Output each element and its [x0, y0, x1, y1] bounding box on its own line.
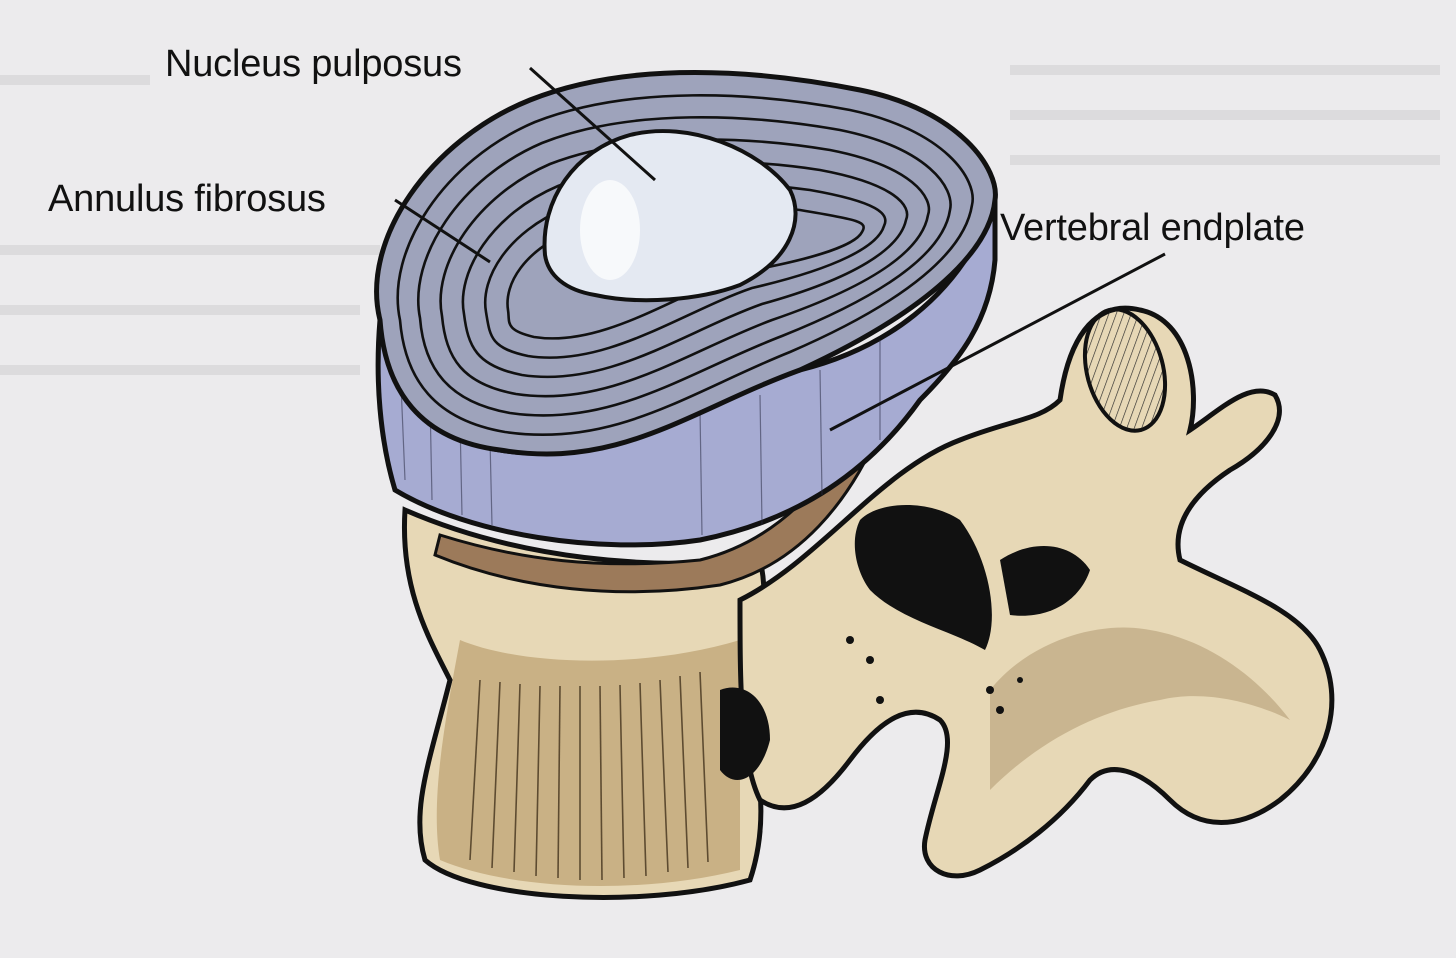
- leader-line-annulus: [394, 198, 491, 264]
- nucleus-highlight: [580, 180, 640, 280]
- background-text-bleed: [0, 65, 1440, 375]
- leader-line-endplate: [829, 252, 1166, 432]
- label-annulus-fibrosus: Annulus fibrosus: [48, 178, 326, 220]
- label-nucleus-pulposus: Nucleus pulposus: [165, 43, 462, 85]
- leader-line-nucleus: [528, 66, 657, 182]
- label-vertebral-endplate: Vertebral endplate: [1000, 207, 1305, 249]
- leader-lines: [394, 66, 1166, 432]
- posterior-elements: [720, 305, 1335, 879]
- vertebral-body: [401, 506, 767, 900]
